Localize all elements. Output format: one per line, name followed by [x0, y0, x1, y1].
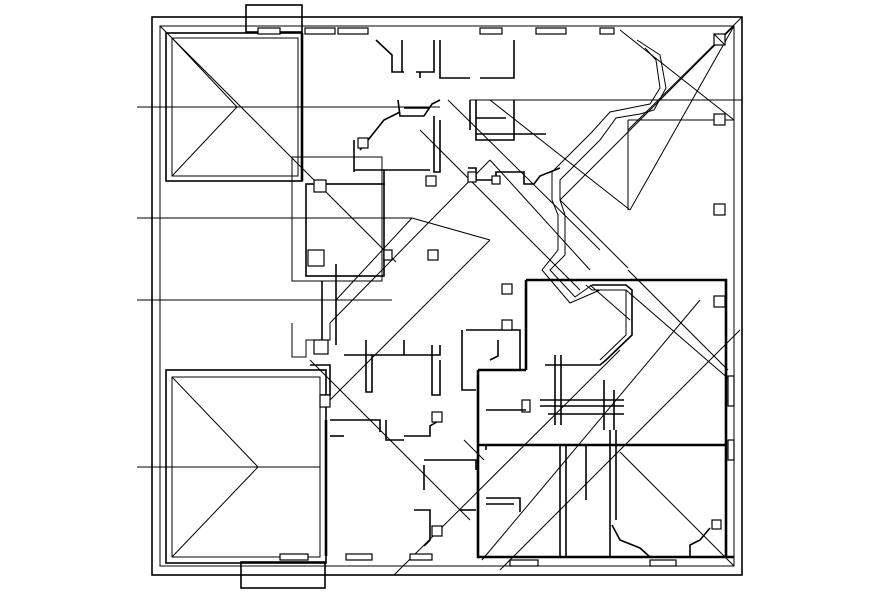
central-rooms	[310, 283, 521, 547]
column-markers	[307, 33, 726, 537]
wall-openings	[257, 27, 735, 567]
outer-roof-outline	[151, 16, 743, 576]
hip-lines	[159, 16, 743, 576]
zigzag-ridge	[541, 39, 667, 304]
central-block	[291, 156, 385, 358]
porch-stubs	[240, 4, 326, 589]
bottom-right-rooms	[478, 430, 722, 558]
bottom-right-room-outline	[476, 278, 734, 559]
top-center-rooms	[353, 39, 561, 187]
ridge-lines	[137, 99, 742, 468]
center-right-room	[486, 284, 633, 430]
